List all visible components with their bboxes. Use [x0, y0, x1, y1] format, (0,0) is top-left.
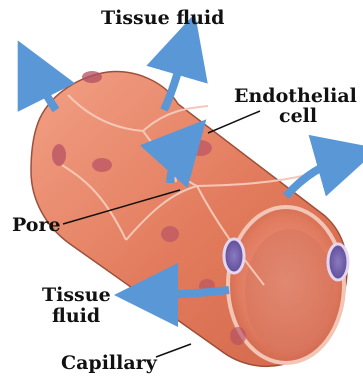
tissue-fluid-arrow-top-left: [32, 69, 56, 110]
capillary-lumen-shadow: [245, 229, 335, 355]
endothelial-cell-leader-line: [208, 111, 260, 133]
cell-spot: [161, 226, 179, 242]
capillary-leader-line: [156, 344, 191, 357]
cell-spot: [52, 144, 66, 166]
tissue-fluid-label-bottom-line2: fluid: [52, 305, 100, 327]
cell-spot: [92, 158, 112, 172]
cell-spot: [82, 71, 102, 83]
cell-spot: [188, 140, 212, 156]
tissue-fluid-label-top: Tissue fluid: [101, 7, 224, 29]
cell-spot: [230, 327, 246, 345]
endothelial-cell-label-line2: cell: [279, 105, 317, 127]
capillary-label: Capillary: [61, 352, 158, 374]
endothelial-nucleus: [328, 244, 348, 280]
endothelial-cell-label-line1: Endothelial: [234, 85, 357, 107]
tissue-fluid-label-bottom-line1: Tissue: [42, 284, 111, 306]
pore-label: Pore: [12, 214, 61, 236]
endothelial-nucleus: [224, 239, 244, 273]
